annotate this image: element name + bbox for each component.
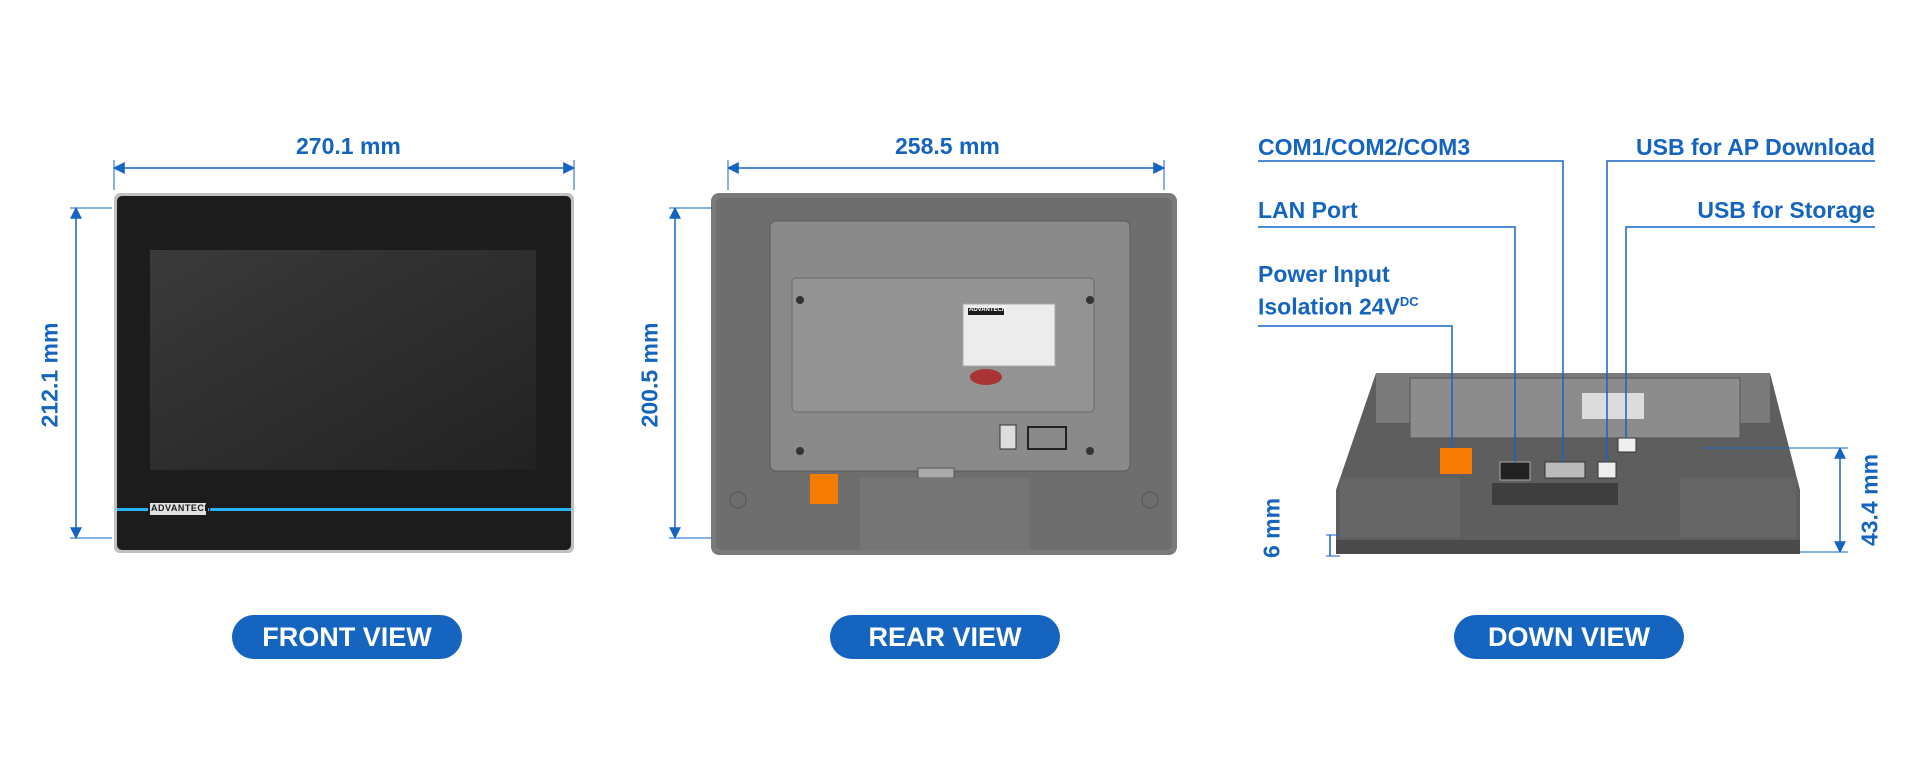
front-view-device (114, 193, 574, 553)
leader-usb-ap (1606, 160, 1875, 462)
front-cyan-strip (117, 508, 571, 511)
rear-height-label: 200.5 mm (636, 322, 663, 428)
down-label-sticker (1582, 393, 1644, 419)
front-brand-logo: ADVANTECH (151, 503, 212, 513)
down-usb-ap-port (1597, 461, 1617, 479)
down-usb-storage-port (1617, 437, 1637, 453)
callout-usb-storage: USB for Storage (1697, 197, 1875, 223)
callout-leaders (1258, 160, 1875, 462)
down-bezel-label: 6 mm (1258, 497, 1285, 559)
callout-power-line1: Power Input (1258, 261, 1390, 287)
rear-brand-logo: ADVANTECH (969, 307, 1007, 313)
callout-usb-ap: USB for AP Download (1636, 134, 1875, 160)
rear-view-badge: REAR VIEW (830, 615, 1060, 659)
callout-lan: LAN Port (1258, 197, 1358, 223)
down-power-terminal (1440, 448, 1472, 474)
rear-usb-port (999, 424, 1017, 450)
leader-com (1258, 160, 1564, 462)
callout-power-line2: Isolation 24VDC (1258, 288, 1419, 321)
front-width-label: 270.1 mm (296, 133, 401, 159)
leader-lan (1258, 226, 1516, 462)
down-depth-label: 43.4 mm (1856, 453, 1883, 547)
rear-power-terminal (810, 474, 838, 504)
callout-power-sup: DC (1399, 294, 1419, 309)
leader-power (1258, 325, 1453, 448)
leader-usb-storage (1625, 226, 1875, 438)
rear-seal-sticker (970, 369, 1002, 385)
rear-width-label: 258.5 mm (895, 133, 1000, 159)
front-height-label: 212.1 mm (36, 322, 63, 428)
down-view-device (1336, 373, 1800, 554)
rear-view-device (711, 193, 1177, 555)
callout-power-text: Isolation 24V (1258, 293, 1400, 320)
down-view-badge: DOWN VIEW (1454, 615, 1684, 659)
rear-sd-slot (1027, 426, 1067, 450)
down-lan-port (1499, 461, 1531, 481)
callout-com: COM1/COM2/COM3 (1258, 134, 1471, 160)
down-com-port (1544, 461, 1586, 479)
front-view-badge: FRONT VIEW (232, 615, 462, 659)
front-screen (150, 250, 536, 470)
rear-com-port (917, 467, 955, 479)
